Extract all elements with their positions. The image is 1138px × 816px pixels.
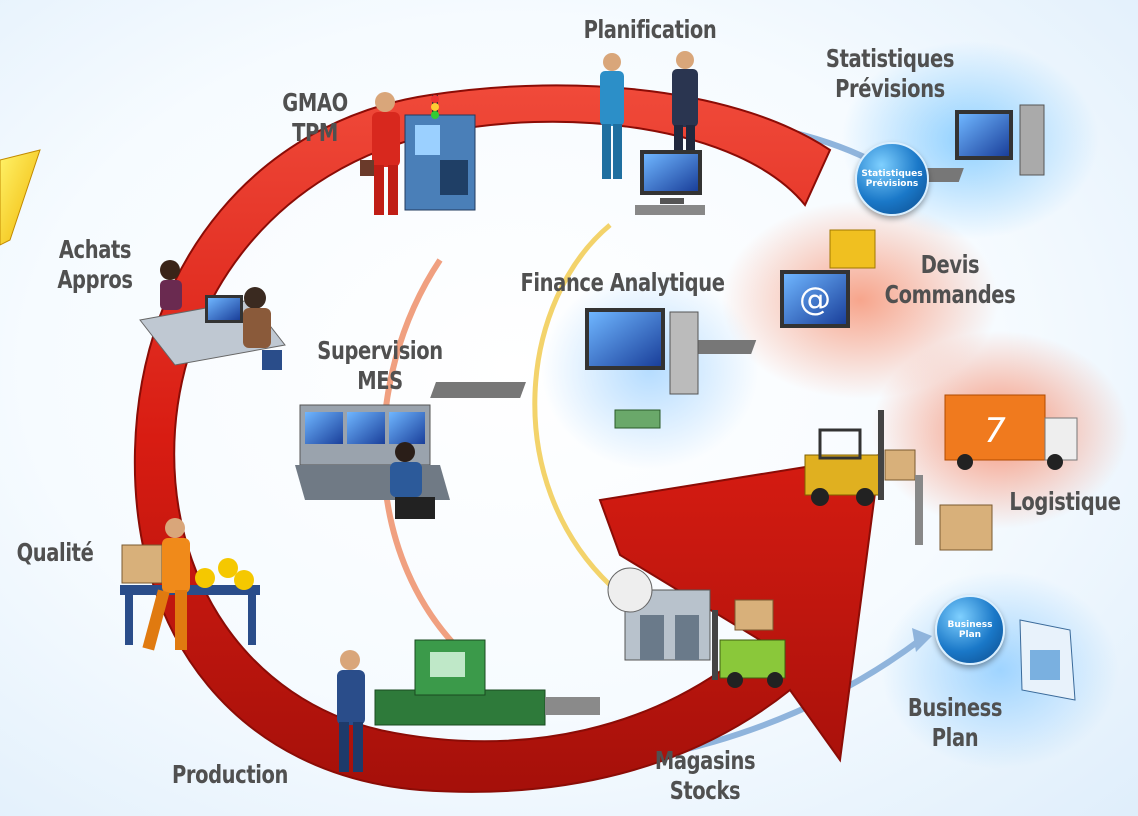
label-supervision-mes: Supervision MES [314,336,447,396]
gmao-machine [404,95,476,211]
previsions-text: Prévisions [835,74,945,103]
business-glow [880,570,1120,770]
planification-scene [600,51,705,215]
commandes-text: Commandes [884,280,1016,309]
blue-ring-arrowhead [912,628,932,652]
finance-text: Finance Analytique [520,268,725,297]
devis-text: Devis [920,250,980,279]
planification-text: Planification [583,15,717,44]
svg-text:@: @ [799,280,831,318]
business-badge-line1: Business [947,620,993,630]
tpm-text: TPM [292,118,338,147]
label-qualite: Qualité [12,538,98,568]
magasins-scene [607,567,786,688]
appros-text: Appros [57,265,133,294]
production-scene [337,639,600,772]
business-plan-book [1019,619,1076,701]
label-planification: Planification [580,15,720,45]
supervision-text: Supervision [317,336,443,365]
business-text: Business [907,693,1003,722]
business-plan-badge: Business Plan [935,595,1005,665]
mes-text: MES [357,366,403,395]
label-magasins-stocks: Magasins Stocks [647,746,764,806]
finance-computer [430,308,699,429]
label-finance-analytique: Finance Analytique [519,268,726,298]
plan-text: Plan [931,723,979,752]
logistique-text: Logistique [1009,487,1121,516]
gmao-technician [360,92,400,215]
label-business-plan: Business Plan [897,693,1014,753]
label-logistique: Logistique [1007,487,1124,517]
statistiques-badge-line2: Prévisions [865,179,919,189]
red-g-loop [133,84,882,793]
production-text: Production [171,760,289,789]
devis-computer: @ [671,229,876,354]
supervision-desk [295,404,450,519]
logistique-boxes [915,475,993,551]
business-badge-line2: Plan [958,630,982,640]
yellow-arrow-fragment [0,149,41,246]
svg-text:7: 7 [984,411,1006,451]
gmao-text: GMAO [282,88,348,117]
statistiques-text: Statistiques [825,44,955,73]
statistiques-badge-line1: Statistiques [861,169,923,179]
label-gmao-tpm: GMAO TPM [272,88,358,148]
label-statistiques-previsions: Statistiques Prévisions [820,44,960,104]
qualite-text: Qualité [16,538,94,567]
label-devis-commandes: Devis Commandes [880,250,1020,310]
label-achats-appros: Achats Appros [48,235,142,295]
statistiques-badge: Statistiques Prévisions [855,142,929,216]
yellow-connector [532,223,612,587]
label-production: Production [168,760,293,790]
logistique-forklift [804,410,916,506]
logistique-truck: 7 [944,394,1078,470]
qualite-scene [120,518,260,651]
stocks-text: Stocks [669,776,741,805]
achats-desk [139,260,286,370]
magasins-text: Magasins [654,746,756,775]
achats-text: Achats [58,235,132,264]
